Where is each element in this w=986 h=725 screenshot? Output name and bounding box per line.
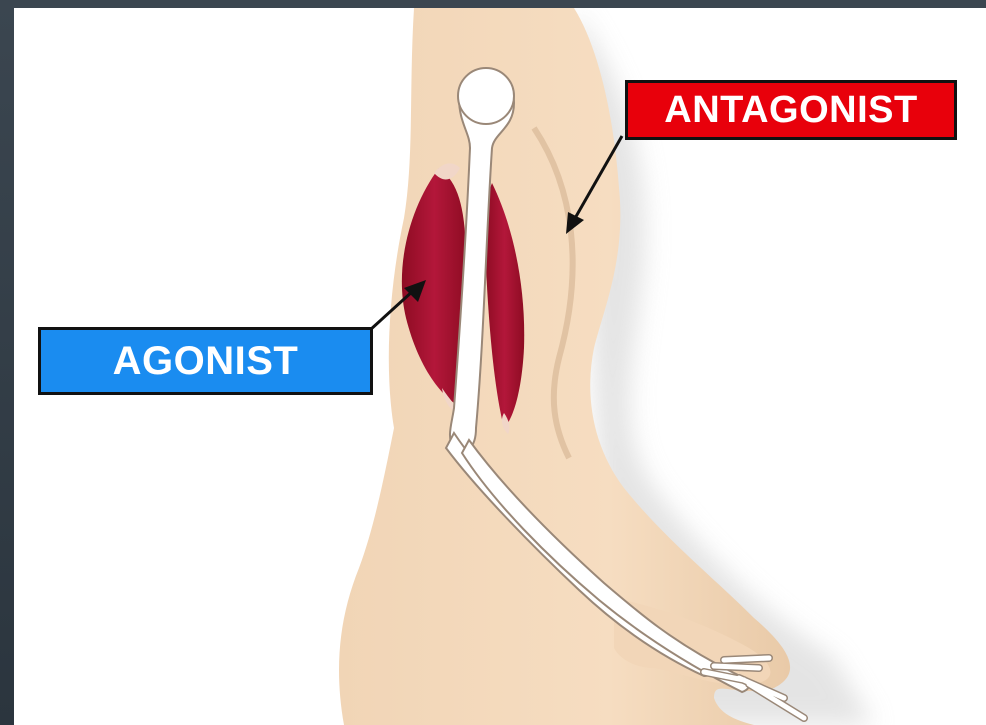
diagram-canvas: ANTAGONIST AGONIST bbox=[14, 8, 986, 725]
humerus-head bbox=[458, 68, 514, 124]
antagonist-label: ANTAGONIST bbox=[625, 80, 957, 140]
agonist-label: AGONIST bbox=[38, 327, 373, 395]
